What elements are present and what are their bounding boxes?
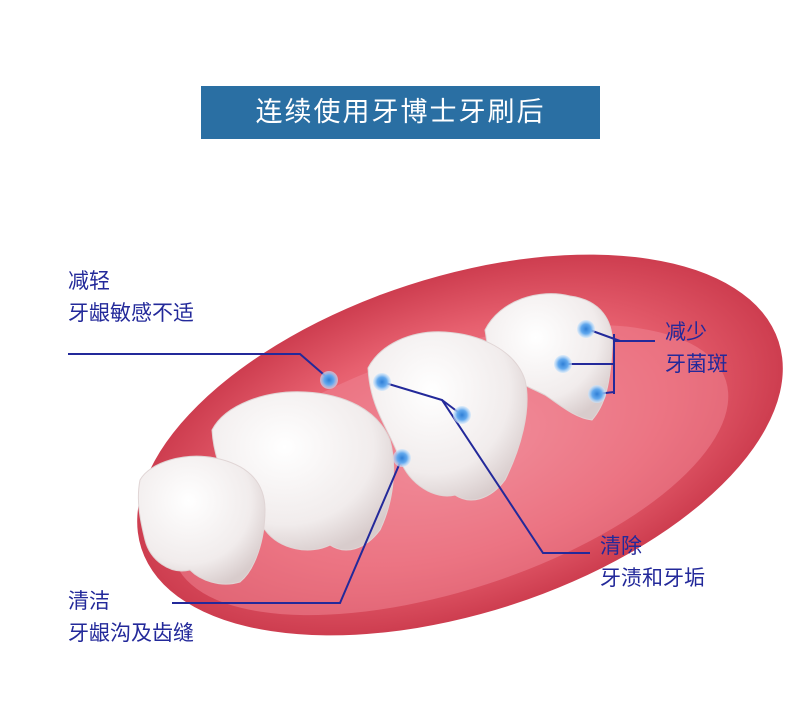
callout-detail: 牙龈敏感不适 — [68, 301, 194, 325]
marker-dot — [393, 449, 411, 467]
tooth-front — [137, 455, 266, 585]
callout-plaque: 减少 牙菌斑 — [665, 316, 728, 380]
marker-dot — [554, 355, 572, 373]
callout-stain-tartar: 清除 牙渍和牙垢 — [600, 530, 705, 594]
callout-heading: 清除 — [600, 534, 642, 558]
title-banner: 连续使用牙博士牙刷后 — [201, 86, 600, 139]
marker-dot — [373, 373, 391, 391]
marker-dot — [588, 385, 606, 403]
callout-detail: 牙龈沟及齿缝 — [68, 621, 194, 645]
marker-dot — [453, 406, 471, 424]
callout-heading: 清洁 — [68, 589, 110, 613]
callout-detail: 牙菌斑 — [665, 352, 728, 376]
marker-dot — [320, 371, 338, 389]
leader-line-stain — [381, 381, 590, 554]
callout-detail: 牙渍和牙垢 — [600, 566, 705, 590]
callout-heading: 减轻 — [68, 269, 110, 293]
markers — [320, 320, 606, 467]
callout-gumline-clean: 清洁 牙龈沟及齿缝 — [68, 585, 194, 649]
leader-line-gumline — [172, 457, 403, 604]
callout-gum-sensitivity: 减轻 牙龈敏感不适 — [68, 265, 194, 329]
leader-line-sensitivity — [68, 353, 331, 381]
callout-heading: 减少 — [665, 320, 707, 344]
marker-dot — [577, 320, 595, 338]
